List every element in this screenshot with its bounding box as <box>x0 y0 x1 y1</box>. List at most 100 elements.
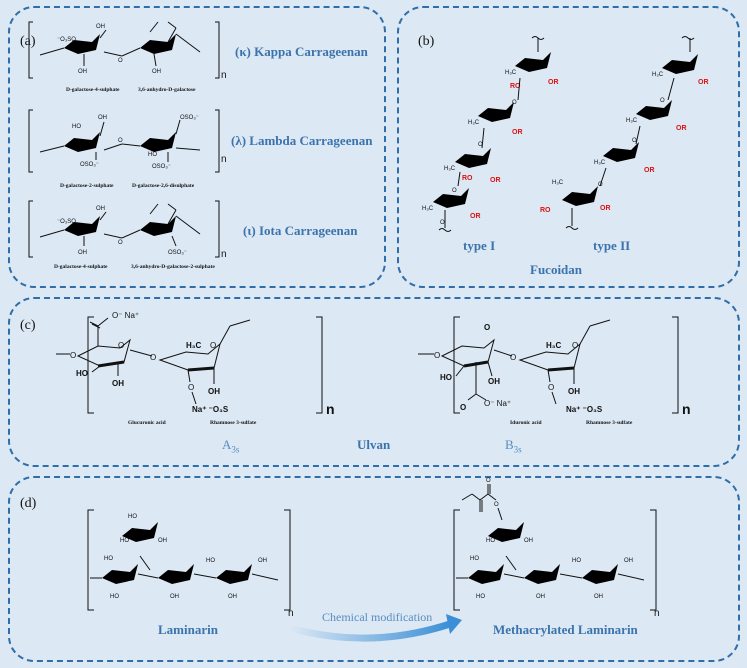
svg-text:H₃C: H₃C <box>422 206 434 212</box>
svg-text:H₃C: H₃C <box>505 70 517 76</box>
panel-a-label: (a) <box>20 34 36 49</box>
ulvan-b-unit2: Rhamnose 3-sulfate <box>586 420 633 426</box>
svg-text:O: O <box>150 353 156 362</box>
svg-text:HO: HO <box>572 558 581 564</box>
svg-text:OH: OH <box>96 206 105 212</box>
lambda-name: (λ) Lambda Carrageenan <box>231 133 373 148</box>
svg-text:OR: OR <box>548 79 559 86</box>
svg-text:O: O <box>434 351 440 360</box>
svg-text:OR: OR <box>698 79 709 86</box>
svg-text:OH: OH <box>78 250 87 256</box>
svg-text:RO: RO <box>462 175 473 182</box>
ulvan-a-label: A3s <box>222 437 240 455</box>
svg-text:H₃C: H₃C <box>546 341 561 350</box>
svg-text:HO: HO <box>440 373 452 382</box>
svg-text:OH: OH <box>96 24 105 30</box>
panel-c-label: (c) <box>20 318 36 333</box>
svg-text:O: O <box>70 351 76 360</box>
svg-text:OH: OH <box>624 558 633 564</box>
panel-d-laminarin <box>8 476 740 662</box>
svg-text:RO: RO <box>510 83 521 90</box>
svg-text:OH: OH <box>524 538 533 544</box>
modification-label: Chemical modification <box>322 610 433 624</box>
lambda-unit2: D-galactose-2,6-disulphate <box>132 183 195 189</box>
svg-text:OH: OH <box>568 387 580 396</box>
svg-text:n: n <box>326 401 335 417</box>
panel-a-carrageenan <box>8 6 386 288</box>
svg-text:OR: OR <box>600 205 611 212</box>
svg-text:OH: OH <box>208 387 220 396</box>
svg-text:H₃C: H₃C <box>468 120 480 126</box>
svg-text:O: O <box>452 188 457 194</box>
svg-text:⁻O₃SO: ⁻O₃SO <box>57 37 76 43</box>
svg-text:H₃C: H₃C <box>552 180 564 186</box>
svg-text:Na⁺ ⁻O₃S: Na⁺ ⁻O₃S <box>566 405 603 414</box>
svg-text:OR: OR <box>512 129 523 136</box>
modification-arrow <box>289 614 462 642</box>
svg-text:HO: HO <box>104 556 113 562</box>
panel-d-label: (d) <box>20 496 37 511</box>
type-1-label: type I <box>463 238 496 253</box>
svg-text:OH: OH <box>536 594 545 600</box>
svg-text:n: n <box>682 401 691 417</box>
methacrylated-laminarin-title: Methacrylated Laminarin <box>493 622 638 637</box>
iota-name: (ι) Iota Carrageenan <box>243 223 358 238</box>
svg-text:HO: HO <box>470 556 479 562</box>
svg-text:H₃C: H₃C <box>186 341 201 350</box>
svg-text:OR: OR <box>470 213 481 220</box>
ulvan-b-unit1: Iduronic acid <box>510 420 542 426</box>
methacrylated-laminarin-structure: O O HO OH HO HO OH OH HO OH n <box>453 478 660 619</box>
fucoidan-title: Fucoidan <box>530 262 583 277</box>
svg-text:HO: HO <box>476 594 485 600</box>
ulvan-a-unit2: Rhamnose 3-sulfate <box>210 420 257 426</box>
svg-text:O: O <box>188 383 194 392</box>
svg-text:n: n <box>654 608 660 619</box>
svg-text:OH: OH <box>594 594 603 600</box>
svg-text:n: n <box>221 249 227 260</box>
svg-text:OH: OH <box>488 377 500 386</box>
iota-unit2: 3,6-anhydro-D-galactose-2-sulphate <box>131 264 215 270</box>
svg-text:OH: OH <box>152 69 161 75</box>
svg-text:n: n <box>221 70 227 81</box>
svg-text:O: O <box>478 142 483 148</box>
type-2-label: type II <box>593 238 631 253</box>
svg-text:O: O <box>118 341 124 350</box>
svg-text:O: O <box>118 138 123 144</box>
svg-text:HO: HO <box>72 124 81 130</box>
kappa-unit1: D-galactose-4-sulphate <box>66 87 120 93</box>
svg-text:O: O <box>632 138 637 144</box>
svg-text:RO: RO <box>540 207 551 214</box>
ulvan-a-unit1: Glucuronic acid <box>128 420 166 426</box>
panel-b-fucoidan <box>397 6 740 288</box>
svg-text:OR: OR <box>490 177 501 184</box>
svg-text:HO: HO <box>128 514 137 520</box>
svg-text:O: O <box>494 502 499 508</box>
svg-text:H₃C: H₃C <box>594 160 606 166</box>
svg-text:n: n <box>221 154 227 165</box>
svg-text:HO: HO <box>120 538 129 544</box>
svg-text:O⁻ Na⁺: O⁻ Na⁺ <box>484 399 511 408</box>
ulvan-b-label: B3s <box>505 437 522 455</box>
svg-text:O: O <box>512 100 517 106</box>
lambda-unit1: D-galactose-2-sulphate <box>60 183 114 189</box>
svg-text:n: n <box>288 608 294 619</box>
svg-text:OH: OH <box>78 69 87 75</box>
svg-text:O: O <box>486 478 491 484</box>
svg-text:H₃C: H₃C <box>626 118 638 124</box>
iota-unit1: D-galactose-4-sulphate <box>54 264 108 270</box>
svg-text:HO: HO <box>486 538 495 544</box>
svg-text:O: O <box>440 220 445 226</box>
svg-text:OR: OR <box>676 125 687 132</box>
svg-text:O: O <box>598 182 603 188</box>
svg-text:HO: HO <box>206 558 215 564</box>
svg-text:⁻O₃SO: ⁻O₃SO <box>57 219 76 225</box>
svg-text:O: O <box>660 98 665 104</box>
svg-text:OSO₃⁻: OSO₃⁻ <box>152 164 171 170</box>
svg-text:O: O <box>572 341 578 350</box>
